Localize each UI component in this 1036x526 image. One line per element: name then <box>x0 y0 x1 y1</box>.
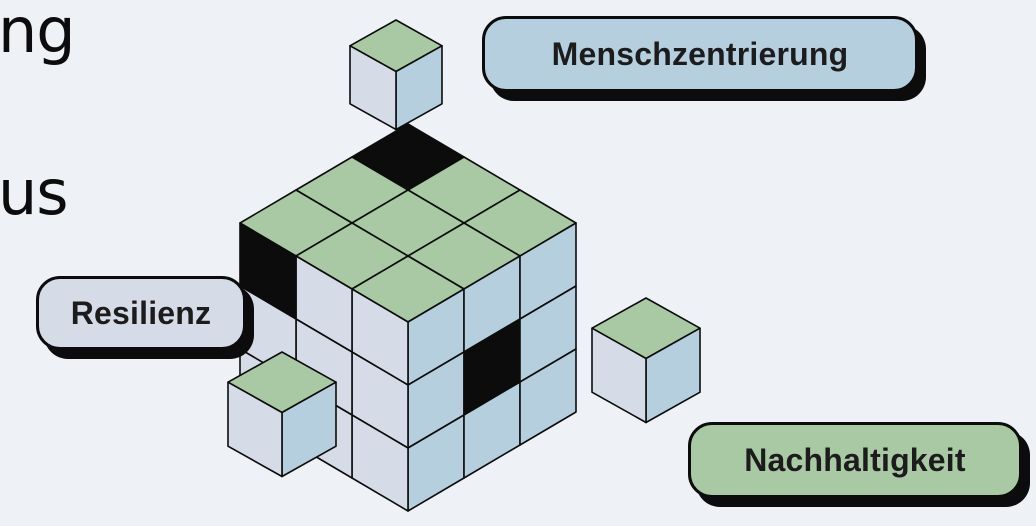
label-menschzentrierung: Menschzentrierung <box>482 16 918 92</box>
label-resilienz-text: Resilienz <box>36 276 246 350</box>
floating-cube-top <box>350 20 442 130</box>
label-menschzentrierung-text: Menschzentrierung <box>482 16 918 92</box>
label-nachhaltigkeit-text: Nachhaltigkeit <box>688 422 1022 498</box>
floating-cube-right <box>592 298 700 423</box>
label-resilienz: Resilienz <box>36 276 246 350</box>
label-nachhaltigkeit: Nachhaltigkeit <box>688 422 1022 498</box>
